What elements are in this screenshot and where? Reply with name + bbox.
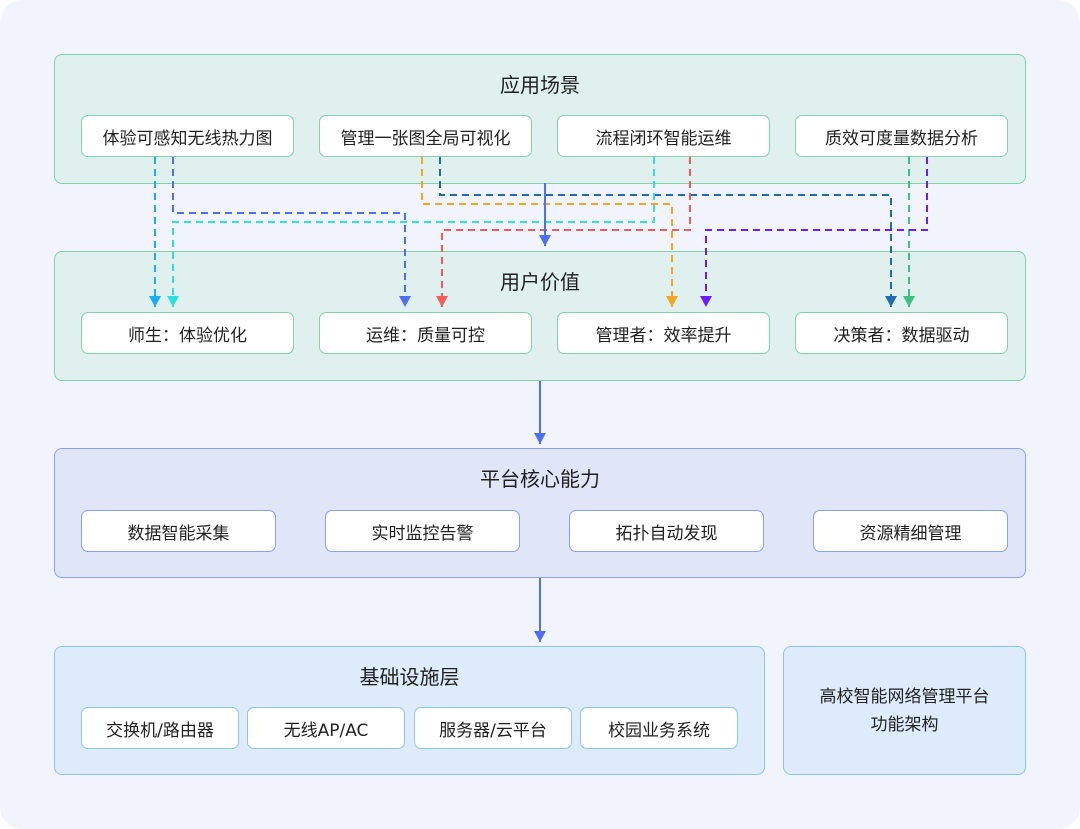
value-node-managers: 管理者：效率提升 xyxy=(557,312,770,354)
platform-layer-title: 平台核心能力 xyxy=(480,467,600,491)
platform-node-topology: 拓扑自动发现 xyxy=(569,510,764,552)
arrowhead-icon xyxy=(539,235,551,246)
app-node-ops: 流程闭环智能运维 xyxy=(557,115,770,157)
arrowhead-icon xyxy=(534,631,546,642)
value-node-ops: 运维：质量可控 xyxy=(319,312,532,354)
arrowhead-icon xyxy=(534,433,546,444)
application-layer-title: 应用场景 xyxy=(500,73,580,97)
platform-node-collection: 数据智能采集 xyxy=(81,510,276,552)
app-node-analytics: 质效可度量数据分析 xyxy=(795,115,1008,157)
value-node-decision: 决策者：数据驱动 xyxy=(795,312,1008,354)
app-node-visualization: 管理一张图全局可视化 xyxy=(319,115,532,157)
platform-node-resources: 资源精细管理 xyxy=(813,510,1008,552)
caption-text: 高校智能网络管理平台 功能架构 xyxy=(784,647,1025,774)
infra-node-switches: 交换机/路由器 xyxy=(81,707,239,749)
infrastructure-layer-title: 基础设施层 xyxy=(359,665,460,689)
value-layer-title: 用户价值 xyxy=(500,270,580,294)
infra-node-campus-systems: 校园业务系统 xyxy=(580,707,738,749)
app-node-heatmap: 体验可感知无线热力图 xyxy=(81,115,294,157)
value-node-students: 师生：体验优化 xyxy=(81,312,294,354)
infra-node-servers: 服务器/云平台 xyxy=(414,707,572,749)
caption-box: 高校智能网络管理平台 功能架构 xyxy=(783,646,1026,775)
caption-line-1: 高校智能网络管理平台 xyxy=(819,686,990,707)
caption-line-2: 功能架构 xyxy=(870,714,939,735)
infra-node-wireless: 无线AP/AC xyxy=(247,707,405,749)
platform-node-monitoring: 实时监控告警 xyxy=(325,510,520,552)
